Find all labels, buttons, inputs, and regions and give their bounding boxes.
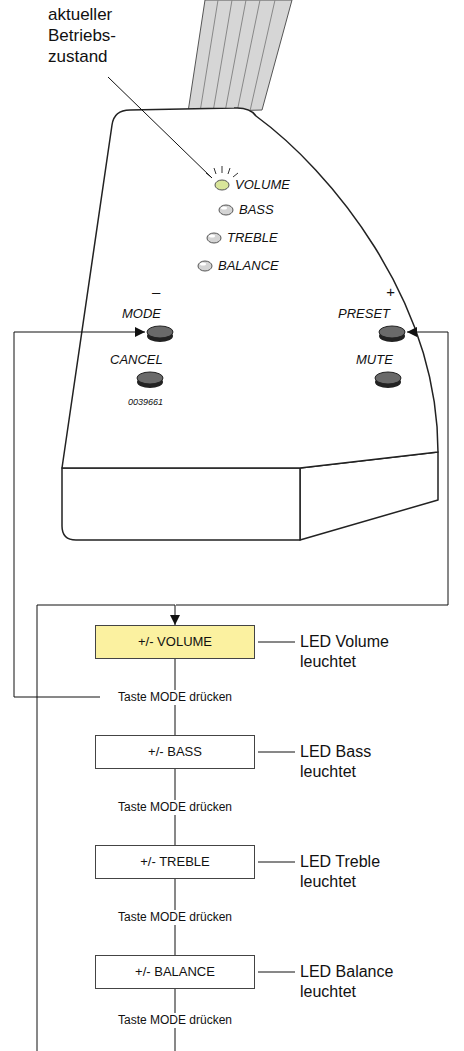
led-note: LED Treble leuchtet: [300, 852, 420, 892]
state-name: +/- BASS: [148, 744, 202, 760]
transition-label: Taste MODE drücken: [116, 690, 234, 705]
led-name: VOLUME: [235, 177, 290, 193]
button-name: MODE: [122, 306, 161, 322]
transition-label: Taste MODE drücken: [116, 1013, 234, 1028]
push-button: [137, 326, 405, 388]
led-volume: [206, 166, 238, 190]
state-name: +/- BALANCE: [135, 964, 215, 980]
ribbon-cable: [188, 0, 292, 112]
state-box: +/- BALANCE: [95, 955, 255, 989]
state-box: +/- VOLUME: [95, 625, 255, 659]
transition-label: Taste MODE drücken: [116, 910, 234, 925]
leader-line: [108, 77, 212, 178]
led-note: LED Bass leuchtet: [300, 742, 420, 782]
led-name: BASS: [239, 202, 274, 218]
preset-pointer-line: [176, 332, 448, 605]
button-name: MUTE: [356, 352, 393, 368]
callout-text: aktueller Betriebs- zustand: [48, 4, 134, 67]
transition-label: Taste MODE drücken: [116, 800, 234, 815]
led-name: TREBLE: [227, 230, 278, 246]
remote-front-face: [62, 468, 300, 540]
button-sign: +: [386, 284, 395, 300]
state-box: +/- TREBLE: [95, 845, 255, 879]
button-name: PRESET: [338, 306, 390, 322]
led-note: LED Balance leuchtet: [300, 962, 420, 1002]
led-note: LED Volume leuchtet: [300, 632, 420, 672]
state-name: +/- TREBLE: [140, 854, 209, 870]
button-name: CANCEL: [110, 352, 163, 368]
state-name: +/- VOLUME: [138, 634, 212, 650]
led-name: BALANCE: [218, 258, 279, 274]
remote-top-face: [62, 108, 438, 468]
leader-line: [258, 642, 295, 972]
part-number: 0039661: [128, 397, 163, 408]
button-sign: –: [152, 284, 160, 300]
state-box: +/- BASS: [95, 735, 255, 769]
